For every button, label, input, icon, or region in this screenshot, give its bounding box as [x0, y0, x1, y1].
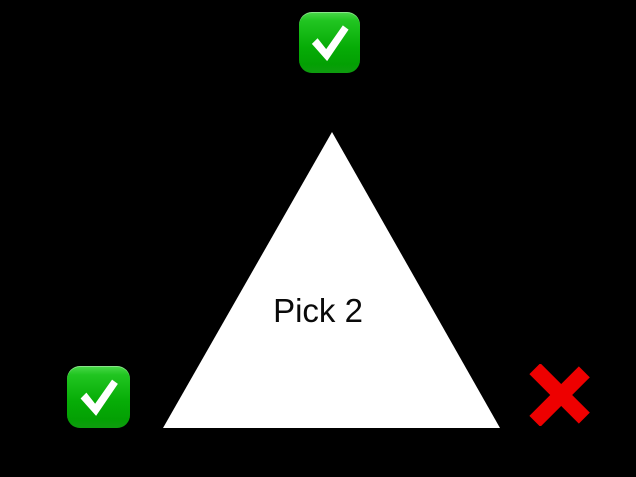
- x-mark-icon: [529, 364, 590, 426]
- cross-marker-bottom-right[interactable]: [524, 364, 592, 426]
- check-icon: [80, 379, 118, 416]
- check-marker-top[interactable]: [299, 12, 360, 73]
- triangle-label: Pick 2: [273, 292, 363, 329]
- check-icon: [311, 25, 349, 62]
- check-marker-bottom-left[interactable]: [67, 366, 130, 428]
